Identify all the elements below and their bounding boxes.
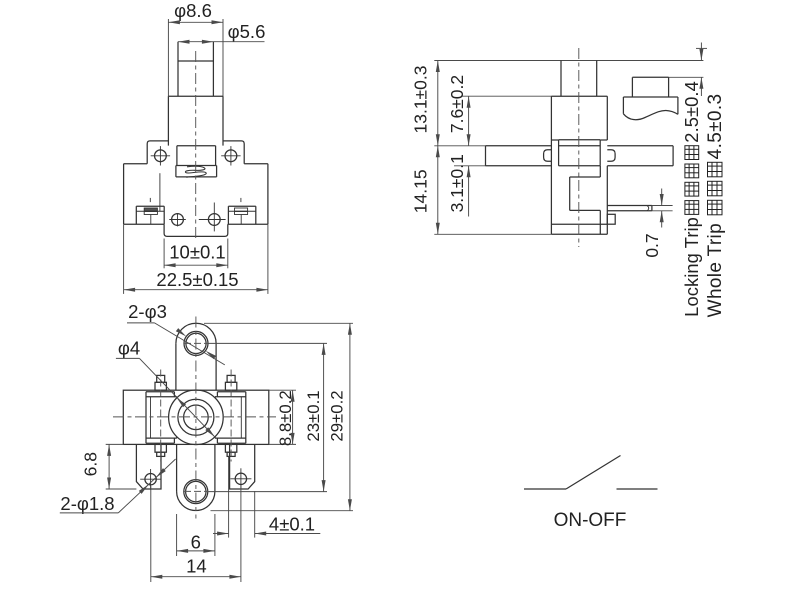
svg-text:14.15: 14.15 [411,169,431,213]
svg-text:6.8: 6.8 [80,452,100,476]
svg-text:10±0.1: 10±0.1 [169,242,225,263]
svg-text:0.7: 0.7 [642,233,662,257]
svg-text:φ5.6: φ5.6 [228,21,266,42]
svg-text:φ8.6: φ8.6 [174,0,212,21]
svg-text:8.8±0.2: 8.8±0.2 [276,390,295,446]
svg-text:ON-OFF: ON-OFF [554,510,627,531]
svg-text:Locking Trip: Locking Trip [681,217,702,317]
svg-text:22.5±0.15: 22.5±0.15 [156,269,238,290]
svg-text:2.5±0.4: 2.5±0.4 [681,81,702,143]
svg-text:6: 6 [191,532,201,553]
svg-text:Whole Trip: Whole Trip [705,223,726,317]
svg-text:φ4: φ4 [118,338,140,359]
svg-text:3.1±0.1: 3.1±0.1 [447,154,467,212]
svg-text:2-φ1.8: 2-φ1.8 [60,493,114,514]
svg-text:4.5±0.3: 4.5±0.3 [705,94,726,160]
svg-text:14: 14 [186,556,207,577]
svg-text:13.1±0.3: 13.1±0.3 [411,66,431,134]
svg-text:23±0.1: 23±0.1 [304,390,323,441]
svg-text:4±0.1: 4±0.1 [269,514,315,535]
svg-text:29±0.2: 29±0.2 [328,390,347,441]
svg-text:2-φ3: 2-φ3 [128,301,167,322]
svg-text:7.6±0.2: 7.6±0.2 [447,75,467,133]
